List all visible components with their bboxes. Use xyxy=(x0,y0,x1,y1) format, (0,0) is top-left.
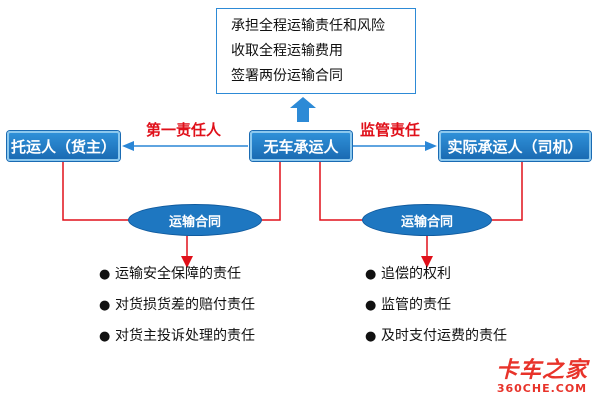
list-item: ● 运输安全保障的责任 xyxy=(99,261,255,292)
responsibility-box: 承担全程运输责任和风险 收取全程运输费用 签署两份运输合同 xyxy=(216,8,416,94)
label-first-responsible: 第一责任人 xyxy=(146,121,222,139)
list-item-text: 对货主投诉处理的责任 xyxy=(115,328,255,344)
responsibility-line-1: 承担全程运输责任和风险 xyxy=(231,18,385,34)
list-item-text: 监管的责任 xyxy=(381,297,451,313)
list-item-text: 运输安全保障的责任 xyxy=(115,266,241,282)
list-item: ● 对货主投诉处理的责任 xyxy=(99,323,255,354)
label-supervision: 监管责任 xyxy=(360,121,421,139)
shipper-responsibility-list: ● 运输安全保障的责任 ● 对货损货差的赔付责任 ● 对货主投诉处理的责任 xyxy=(99,261,255,354)
responsibility-line-2: 收取全程运输费用 xyxy=(231,43,343,59)
carrier-rights-list: ● 追偿的权利 ● 监管的责任 ● 及时支付运费的责任 xyxy=(365,261,507,354)
list-item-text: 及时支付运费的责任 xyxy=(381,328,507,344)
watermark-logo: 卡车之家 360CHE.COM xyxy=(495,358,588,395)
bullet-icon: ● xyxy=(99,267,111,282)
connector-center-right-contract xyxy=(319,160,364,221)
watermark-main: 卡车之家 xyxy=(495,358,588,383)
responsibility-line-3: 签署两份运输合同 xyxy=(231,68,343,84)
watermark-sub: 360CHE.COM xyxy=(496,382,588,395)
connector-shipper-contract xyxy=(62,160,130,221)
up-arrow xyxy=(290,97,316,122)
list-item: ● 及时支付运费的责任 xyxy=(365,323,507,354)
bullet-icon: ● xyxy=(99,298,111,313)
list-item: ● 对货损货差的赔付责任 xyxy=(99,292,255,323)
arrow-to-shipper-head xyxy=(122,141,134,151)
list-item: ● 追偿的权利 xyxy=(365,261,507,292)
list-item-text: 追偿的权利 xyxy=(381,266,451,282)
node-actual-carrier: 实际承运人（司机） xyxy=(439,131,591,161)
node-shipper: 托运人（货主） xyxy=(7,131,120,161)
bullet-icon: ● xyxy=(99,329,111,344)
contract-right: 运输合同 xyxy=(362,204,492,236)
list-item-text: 对货损货差的赔付责任 xyxy=(115,297,255,313)
connector-carrier-contract xyxy=(490,160,523,221)
connector-center-left-contract xyxy=(260,160,281,221)
bullet-icon: ● xyxy=(365,267,377,282)
arrow-to-carrier-head xyxy=(425,141,437,151)
contract-left: 运输合同 xyxy=(128,204,262,236)
list-item: ● 监管的责任 xyxy=(365,292,507,323)
node-non-vehicle-carrier: 无车承运人 xyxy=(250,131,352,161)
bullet-icon: ● xyxy=(365,329,377,344)
bullet-icon: ● xyxy=(365,298,377,313)
